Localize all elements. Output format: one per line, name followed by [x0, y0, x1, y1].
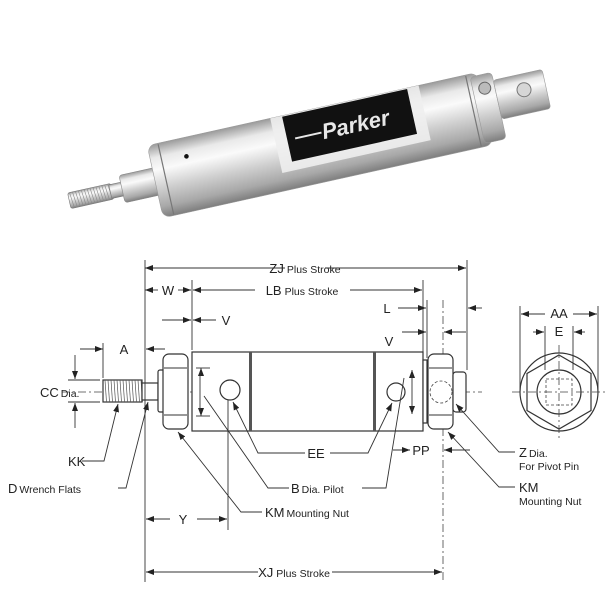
front-port	[219, 379, 241, 401]
dim-aa: AA	[550, 306, 568, 321]
dim-y: Y	[179, 512, 188, 527]
pivot-pin-hidden	[429, 380, 453, 404]
thread-line	[134, 379, 137, 403]
callout-ee: EE	[307, 446, 325, 461]
thread-line	[110, 379, 113, 403]
rear-clevis	[452, 371, 467, 413]
thread-line	[104, 379, 107, 403]
body-ring-left	[249, 352, 252, 431]
thread-line	[119, 379, 122, 403]
rear-port	[386, 382, 406, 402]
thread-line	[128, 379, 131, 403]
thread-line	[137, 379, 140, 403]
leader-b-left	[203, 395, 289, 489]
dim-e: E	[555, 324, 564, 339]
thread-line	[116, 379, 119, 403]
piston-rod-thread	[67, 183, 114, 209]
end-view-drawing	[512, 345, 606, 440]
leader-km-right	[447, 431, 515, 488]
dim-v-left: V	[222, 313, 231, 328]
rod-wrench-flats	[141, 382, 159, 401]
rear-mounting-nut	[427, 353, 454, 430]
port-hole	[184, 154, 189, 159]
thread-line	[113, 379, 116, 403]
callout-kk: KK	[68, 454, 86, 469]
leader-d	[118, 401, 149, 489]
leader-z	[455, 403, 515, 453]
callout-km-right: KM	[519, 480, 539, 495]
leader-ee-left	[232, 401, 305, 454]
pivot-pin-head	[516, 82, 532, 98]
leader-km-left	[177, 431, 262, 513]
dim-a: A	[120, 342, 129, 357]
dim-l: L	[383, 301, 390, 316]
body-ring-right	[373, 352, 376, 431]
side-view-drawing	[62, 300, 482, 582]
front-mounting-nut	[162, 353, 189, 430]
leader-ee-right	[330, 402, 393, 454]
thread-line	[131, 379, 134, 403]
callout-z-line2: For Pivot Pin	[519, 461, 579, 473]
leader-b-right	[362, 377, 405, 489]
thread-line	[107, 379, 110, 403]
thread-line	[122, 379, 125, 403]
callout-km-right-line2: Mounting Nut	[519, 496, 582, 508]
cylinder-photo: Parker	[67, 69, 551, 217]
dim-w: W	[162, 283, 175, 298]
thread-line	[125, 379, 128, 403]
dim-pp: PP	[412, 443, 429, 458]
leader-kk	[82, 403, 120, 462]
rear-pilot	[422, 359, 428, 424]
dim-v-right: V	[385, 334, 394, 349]
brand-label-band	[282, 89, 418, 162]
end-view-inner	[536, 369, 582, 415]
dimension-lines	[68, 260, 599, 582]
